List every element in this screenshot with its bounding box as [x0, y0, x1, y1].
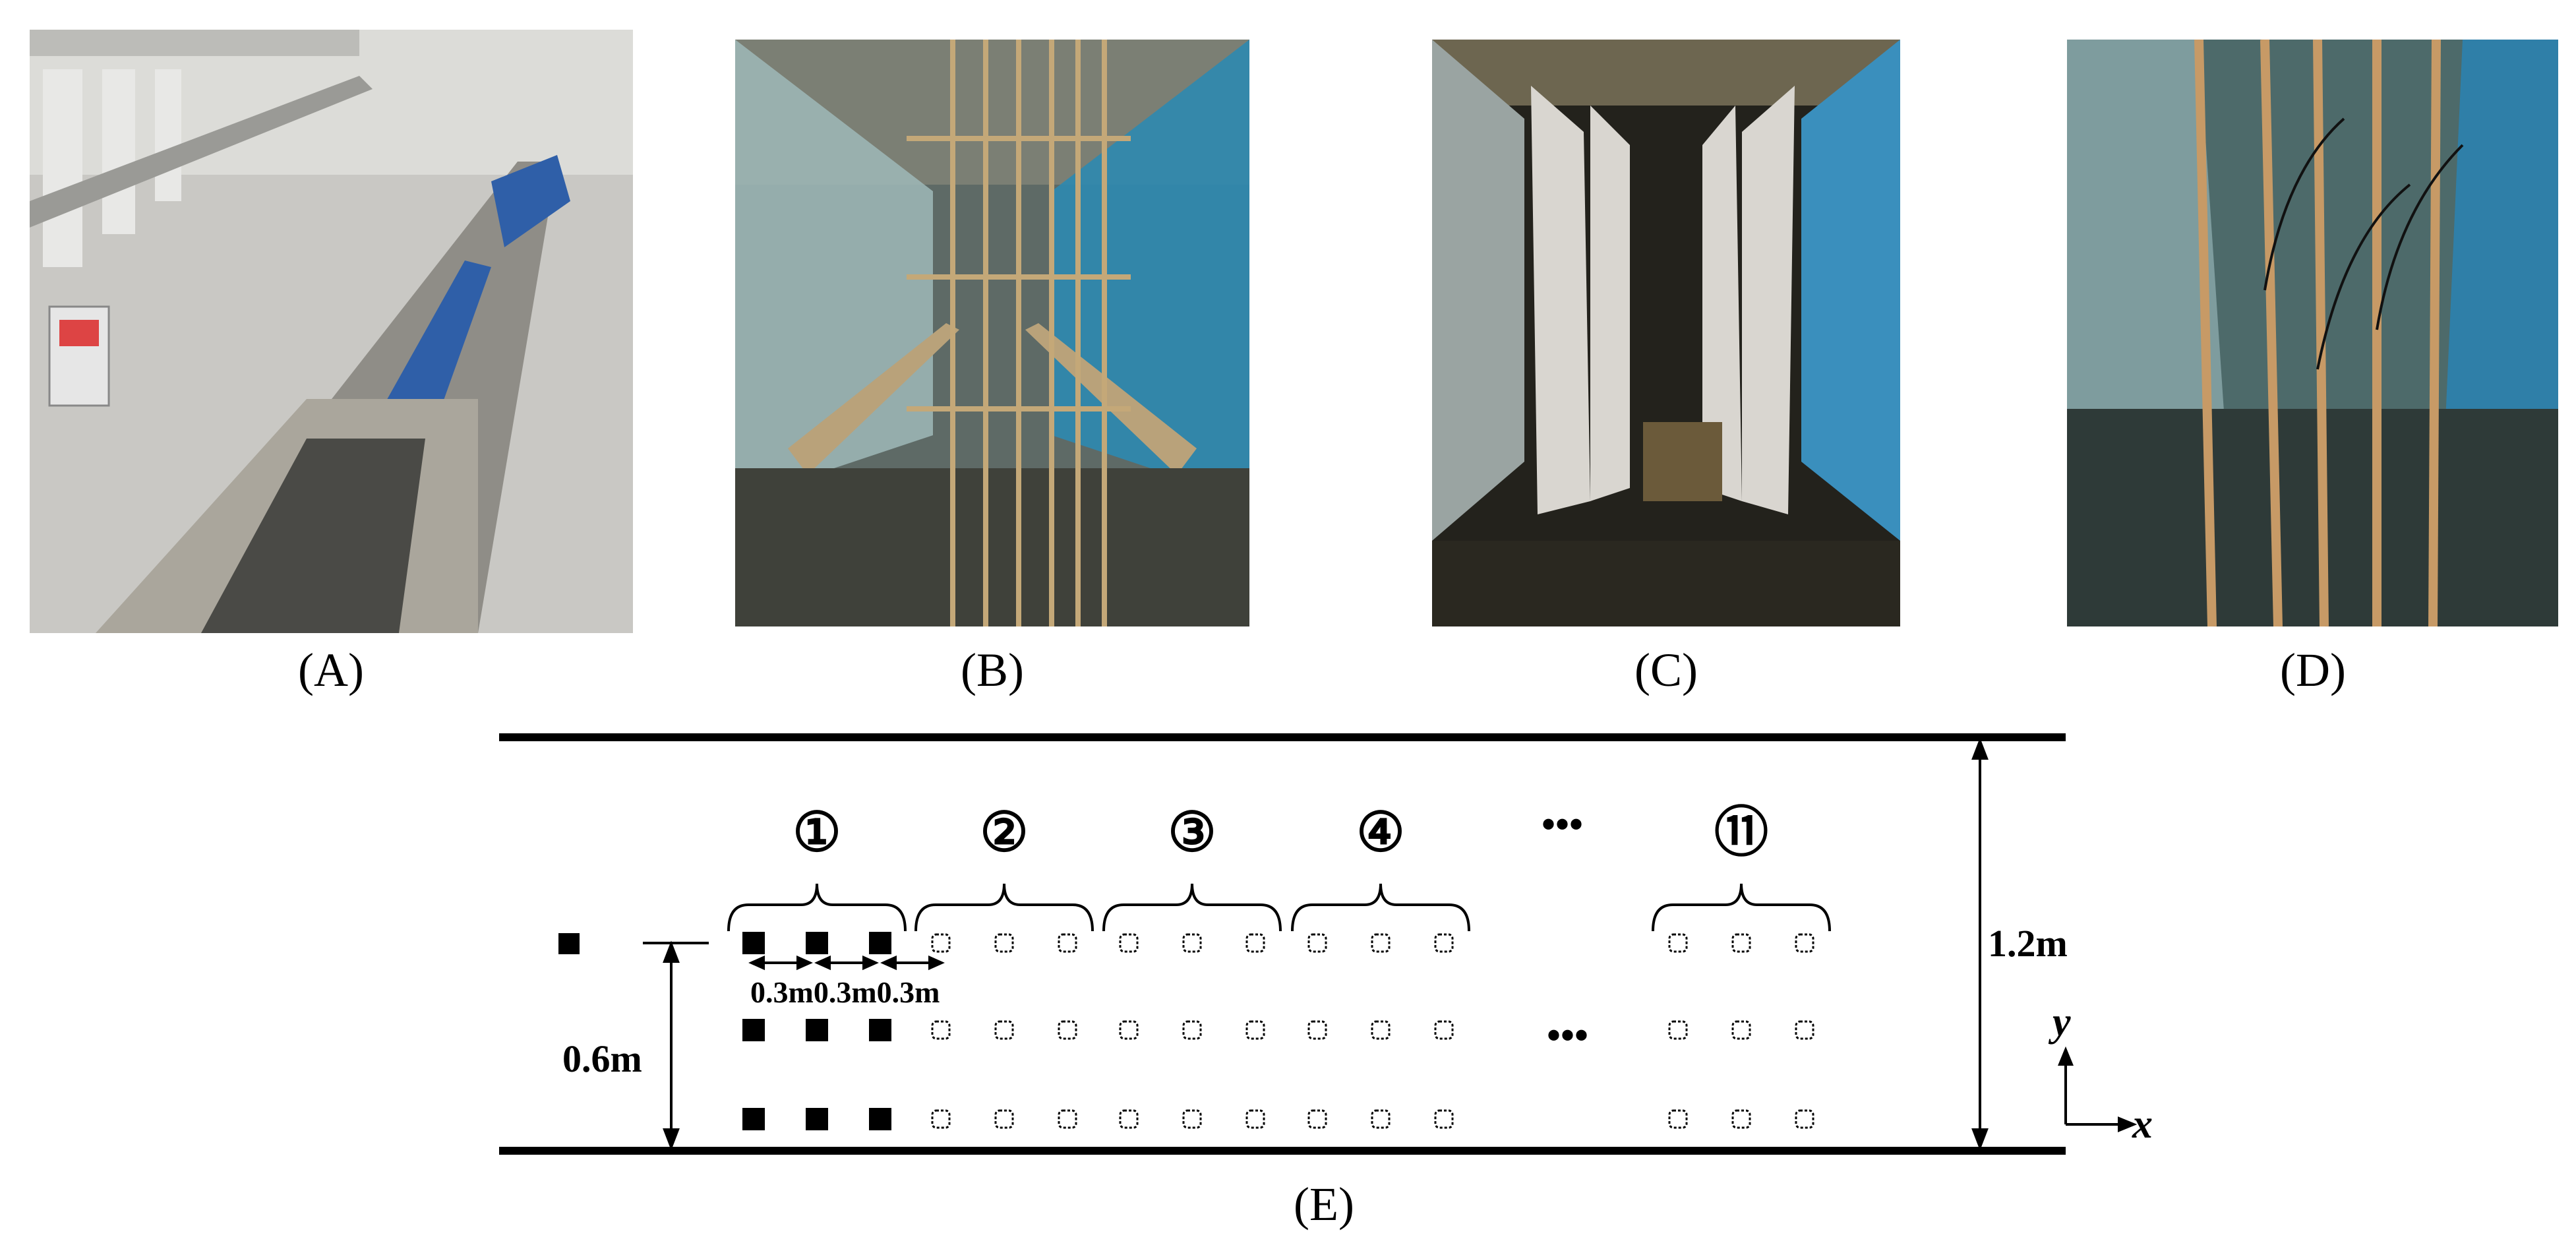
element-dashed — [1795, 1109, 1814, 1129]
spacing-arrows — [748, 955, 945, 971]
element-dashed — [1434, 933, 1454, 953]
photo-c-flume-plates — [1432, 40, 1900, 626]
width-dimension — [1971, 737, 1989, 1151]
element-dashed — [1731, 933, 1751, 953]
element-dashed — [1058, 933, 1077, 953]
element-solid — [742, 932, 765, 954]
element-dashed — [1119, 1109, 1139, 1129]
ellipsis-middle: ••• — [1547, 1014, 1588, 1057]
photo-b-flume-interior — [735, 40, 1249, 626]
element-dashed — [1182, 933, 1202, 953]
element-dashed — [1371, 933, 1391, 953]
element-solid — [742, 1019, 765, 1041]
panel-label-d: (D) — [2280, 644, 2346, 696]
element-dashed — [994, 933, 1014, 953]
element-dashed — [1245, 933, 1265, 953]
element-solid — [869, 1019, 891, 1041]
element-solid — [869, 1108, 891, 1130]
width-label: 1.2m — [1988, 922, 2068, 965]
group-label: ③ — [1168, 803, 1216, 863]
panel-label-e: (E) — [1294, 1178, 1354, 1231]
spacing-label: 0.3m0.3m0.3m — [750, 975, 940, 1009]
element-dashed — [994, 1109, 1014, 1129]
element-solid — [806, 1019, 828, 1041]
upstream-marker — [558, 933, 580, 954]
depth-label: 0.6m — [562, 1037, 642, 1080]
axis-y-label: y — [2048, 1000, 2071, 1045]
element-dashed — [1307, 1020, 1327, 1040]
ellipsis-top: ••• — [1542, 803, 1583, 846]
panel-label-a: (A) — [298, 644, 364, 696]
element-dashed — [1245, 1020, 1265, 1040]
element-solid — [869, 932, 891, 954]
element-dashed — [1119, 1020, 1139, 1040]
element-dashed — [994, 1020, 1014, 1040]
element-dashed — [1182, 1020, 1202, 1040]
element-dashed — [1668, 933, 1688, 953]
element-dashed — [1307, 1109, 1327, 1129]
group-brace — [1652, 883, 1831, 932]
axis-x-label: x — [2132, 1102, 2153, 1147]
photo-a-flume-overview — [30, 30, 633, 633]
element-dashed — [931, 933, 951, 953]
group-label: ① — [793, 803, 841, 863]
element-dashed — [1371, 1109, 1391, 1129]
element-dashed — [1434, 1109, 1454, 1129]
element-solid — [806, 932, 828, 954]
element-dashed — [1795, 933, 1814, 953]
element-dashed — [1182, 1109, 1202, 1129]
element-solid — [806, 1108, 828, 1130]
element-dashed — [1371, 1020, 1391, 1040]
coordinate-axes — [2058, 1046, 2138, 1132]
group-brace — [1291, 883, 1470, 932]
element-dashed — [1668, 1109, 1688, 1129]
element-dashed — [1668, 1020, 1688, 1040]
element-dashed — [1119, 933, 1139, 953]
element-dashed — [931, 1109, 951, 1129]
element-dashed — [1731, 1109, 1751, 1129]
element-dashed — [1434, 1020, 1454, 1040]
depth-dimension — [643, 940, 709, 1151]
photo-d-flume-probes — [2067, 40, 2558, 626]
element-dashed — [1058, 1020, 1077, 1040]
group-brace — [914, 883, 1094, 932]
group-label: ④ — [1356, 803, 1405, 863]
panel-label-c: (C) — [1634, 644, 1698, 696]
panel-label-b: (B) — [961, 644, 1024, 696]
group-brace — [727, 883, 907, 932]
element-solid — [742, 1108, 765, 1130]
element-dashed — [1307, 933, 1327, 953]
element-dashed — [1058, 1109, 1077, 1129]
group-label: ⑪ — [1714, 803, 1768, 863]
group-brace — [1102, 883, 1282, 932]
group-label: ② — [980, 803, 1029, 863]
element-dashed — [1795, 1020, 1814, 1040]
element-dashed — [1731, 1020, 1751, 1040]
element-dashed — [931, 1020, 951, 1040]
element-dashed — [1245, 1109, 1265, 1129]
